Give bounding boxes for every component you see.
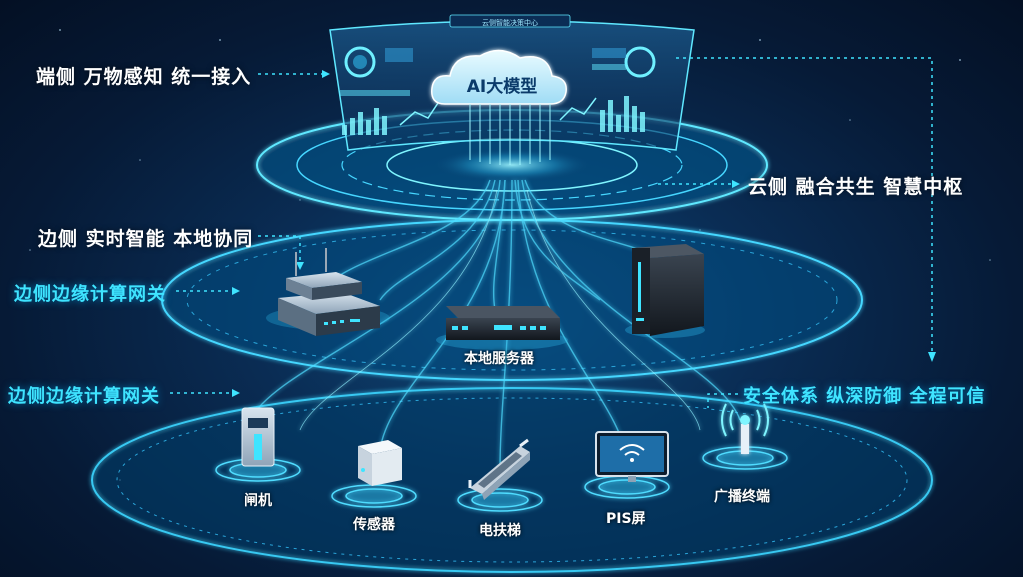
escalator-label: 电扶梯 [479,523,521,539]
edge-side-label: 边侧 实时智能 本地协同 [38,228,254,250]
ai-cloud-icon [431,49,567,105]
broadcast-label: 广播终端 [714,489,770,505]
tower-server-device [625,244,705,338]
edge-gateway-device [266,248,390,336]
sensor-icon [358,440,402,486]
pis-screen-icon [595,431,669,482]
local-server-device [436,306,568,350]
sensor-label: 传感器 [353,517,395,533]
escalator-icon [468,438,530,500]
panel-title: 云侧智能决策中心 [482,19,538,27]
cloud-side-label: 云侧 融合共生 智慧中枢 [748,176,964,198]
gate-label: 闸机 [244,493,272,509]
connector-lines [170,57,933,408]
edge-gateway-label-mid: 边侧边缘计算网关 [14,284,166,305]
edge-gateway-label-low: 边侧边缘计算网关 [8,386,160,407]
end-side-label: 端侧 万物感知 统一接入 [36,66,252,88]
gate-icon [241,407,275,467]
cloud-label: AI大模型 [466,77,538,97]
pis-label: PIS屏 [606,511,646,527]
light-beam [469,104,551,165]
security-label: 安全体系 纵深防御 全程可信 [743,386,986,407]
broadcast-icon [721,403,769,454]
connector-arrows [232,70,936,397]
bottom-platform [91,387,933,573]
local-server-label: 本地服务器 [464,351,534,367]
